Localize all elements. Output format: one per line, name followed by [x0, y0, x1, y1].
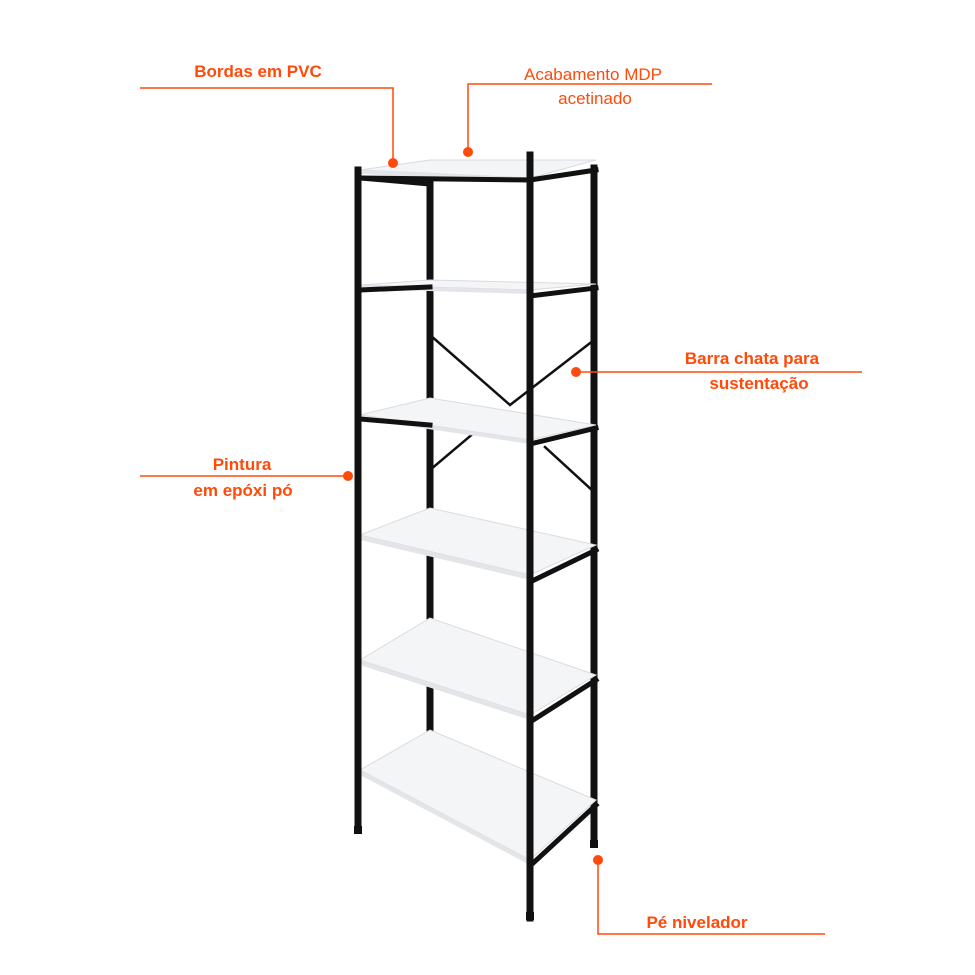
- callout-epoxy-line1: Pintura: [213, 455, 272, 474]
- callout-leveling-foot: Pé nivelador: [593, 855, 825, 935]
- callout-mdp-finish: Acabamento MDP acetinado: [463, 65, 712, 157]
- callout-epoxy-line2: em epóxi pó: [193, 481, 292, 500]
- callout-flat-bar-line2: sustentação: [709, 374, 808, 393]
- shelf-2: [357, 279, 599, 299]
- callout-flat-bar: Barra chata para sustentação: [571, 349, 862, 393]
- callout-pvc-edges: Bordas em PVC: [140, 62, 398, 168]
- callout-pvc-edges-label: Bordas em PVC: [194, 62, 322, 81]
- callout-mdp-finish-line2: acetinado: [558, 89, 632, 108]
- shelf-1: [357, 159, 599, 187]
- shelving-unit: [354, 151, 600, 922]
- callout-flat-bar-line1: Barra chata para: [685, 349, 820, 368]
- shelf-4: [358, 507, 600, 586]
- callout-epoxy-paint: Pintura em epóxi pó: [140, 455, 353, 500]
- callout-leveling-foot-label: Pé nivelador: [646, 913, 747, 932]
- shelf-5: [358, 617, 600, 726]
- shelf-3: [357, 397, 600, 448]
- side-brace-lower-right: [543, 445, 596, 494]
- shelf-6: [358, 729, 600, 870]
- callout-mdp-finish-line1: Acabamento MDP: [524, 65, 662, 84]
- leveling-foot-front-right: [526, 912, 534, 920]
- side-brace-upper: [428, 333, 596, 407]
- leveling-foot-front-left: [354, 826, 362, 834]
- side-brace-lower: [428, 430, 477, 472]
- leveling-foot-back-right: [590, 840, 598, 848]
